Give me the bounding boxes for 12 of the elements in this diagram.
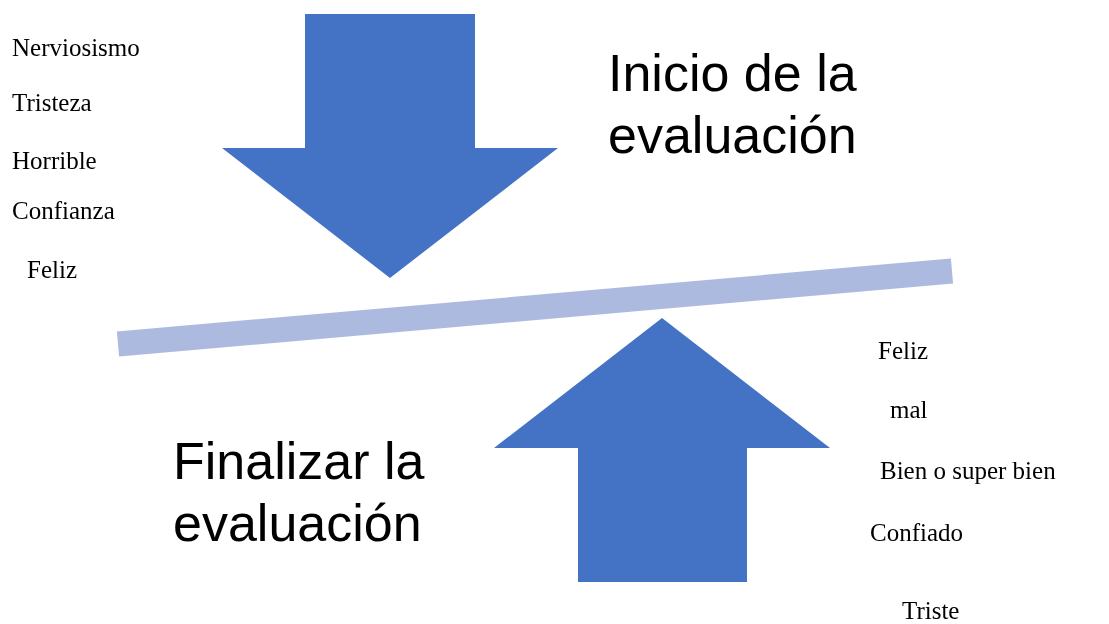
heading-text: Finalizar la evaluación <box>173 431 426 554</box>
word-label: Feliz <box>878 336 928 366</box>
heading-text: Inicio de la evaluación <box>608 43 858 166</box>
word-label: Bien o super bien <box>880 456 1056 486</box>
word-label: Confianza <box>12 196 115 226</box>
word-label: Tristeza <box>12 88 92 118</box>
word-label: Nerviosismo <box>12 33 140 63</box>
word-label: mal <box>890 395 928 425</box>
word-label: Feliz <box>27 255 77 285</box>
word-label: Triste <box>902 596 960 624</box>
word-label: Confiado <box>870 518 964 548</box>
word-label: Horrible <box>12 146 97 176</box>
